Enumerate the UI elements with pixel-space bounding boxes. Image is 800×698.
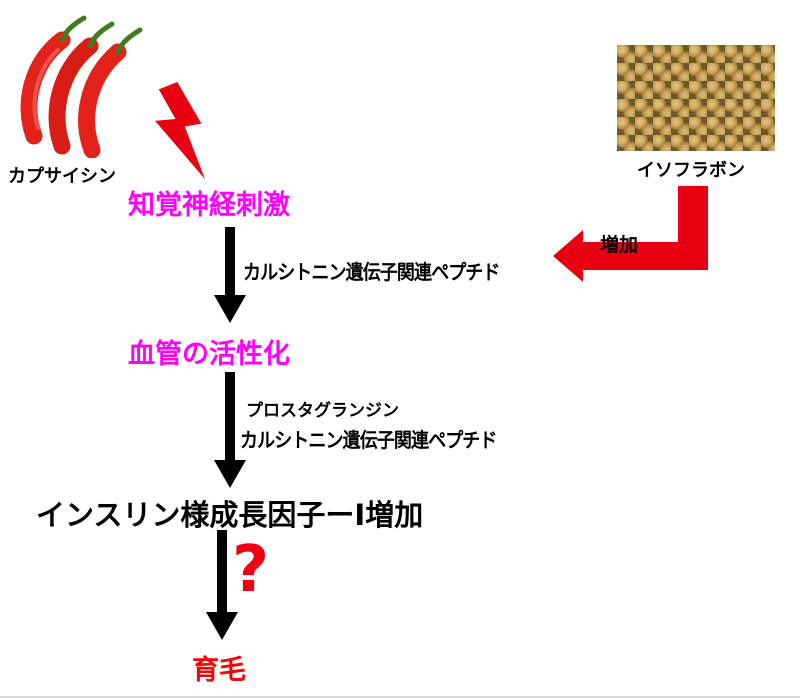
- increase-label: 増加: [600, 234, 639, 256]
- sensory-nerve-stimulation-text: 知覚神経刺激: [128, 190, 290, 221]
- soybeans-image: [617, 45, 775, 151]
- hair-growth-text: 育毛: [192, 655, 246, 686]
- cgrp-label-2: カルシトニン遺伝子関連ペプチド: [240, 428, 497, 452]
- down-arrow-3: [206, 530, 238, 640]
- isoflavone-label: イソフラボン: [637, 160, 745, 181]
- down-arrow-1: [214, 227, 246, 323]
- down-arrow-2: [214, 372, 246, 488]
- increase-arrow: [553, 186, 708, 282]
- chili-peppers-image: [20, 15, 143, 158]
- capsaicin-label: カプサイシン: [8, 166, 116, 187]
- cgrp-label-1: カルシトニン遺伝子関連ペプチド: [243, 260, 500, 284]
- vascular-activation-text: 血管の活性化: [128, 339, 290, 370]
- igf-increase-text: インスリン様成長因子ーI増加: [36, 498, 424, 532]
- lightning-bolt-icon: [155, 82, 206, 180]
- question-mark: ?: [232, 533, 270, 607]
- prostaglandin-label: プロスタグランジン: [246, 401, 399, 421]
